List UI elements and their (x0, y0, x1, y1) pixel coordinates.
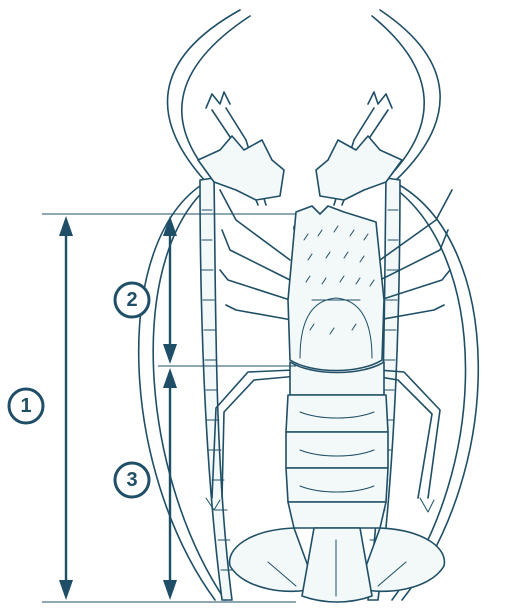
badge-2-label: 2 (126, 289, 137, 311)
carapace (288, 206, 384, 371)
abdomen (286, 362, 388, 528)
badge-1-label: 1 (20, 395, 31, 417)
badge-3: 3 (115, 463, 149, 497)
dimension-2-carapace-length (163, 216, 177, 364)
dimension-1-total-length (59, 216, 73, 600)
tail-fan (230, 528, 445, 602)
lobster-illustration (139, 10, 479, 602)
badge-1: 1 (9, 389, 43, 423)
badge-2: 2 (115, 283, 149, 317)
dimension-3-tail-length (163, 368, 177, 600)
badge-3-label: 3 (126, 469, 137, 491)
